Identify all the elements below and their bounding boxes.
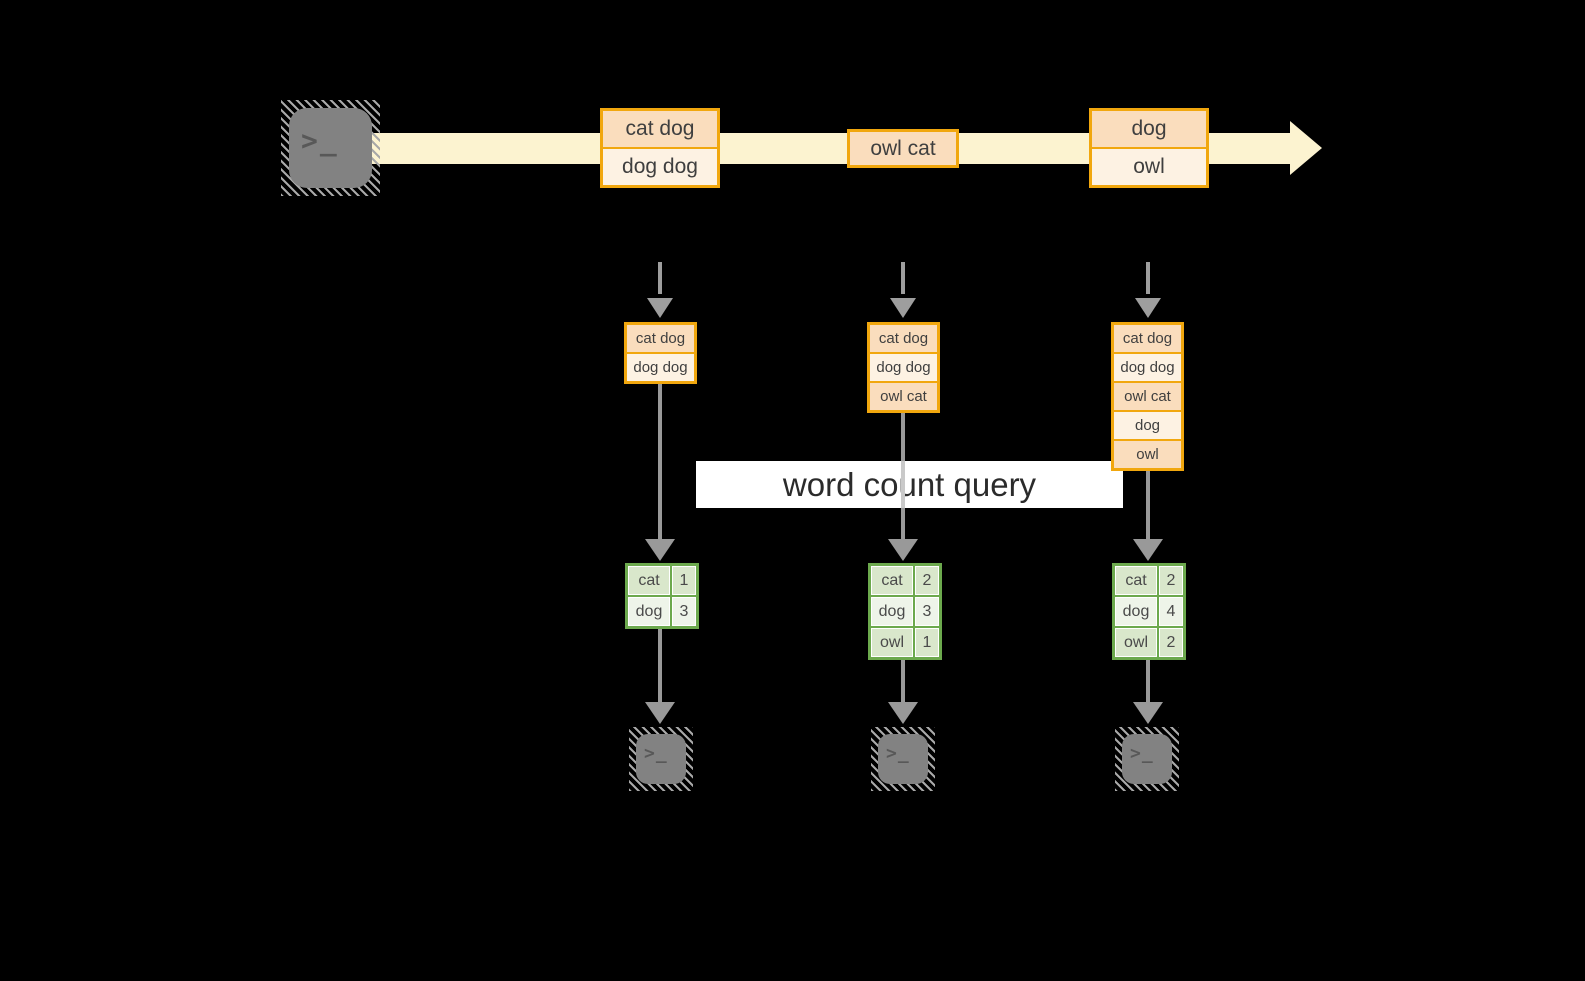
query-arrow-line-overlay <box>901 461 905 508</box>
consumer-terminal-icon: >_ <box>871 727 935 791</box>
terminal-prompt-icon: >_ <box>886 743 910 764</box>
count-value-cell: 1 <box>672 566 696 595</box>
terminal-prompt-icon: >_ <box>301 124 339 157</box>
query-arrow-line <box>658 384 662 539</box>
terminal-prompt-icon: >_ <box>1130 743 1154 764</box>
buffer-line: cat dog <box>627 325 694 352</box>
stream-message-line: owl cat <box>850 132 956 165</box>
query-arrow-line <box>1146 471 1150 539</box>
stream-message-box: cat dog dog dog <box>600 108 720 188</box>
result-arrowhead-icon <box>645 702 675 724</box>
stream-message-line: dog dog <box>603 149 717 185</box>
terminal-screen: >_ <box>636 734 686 784</box>
count-word-cell: dog <box>871 597 913 626</box>
query-arrowhead-icon <box>1133 539 1163 561</box>
terminal-screen: >_ <box>878 734 928 784</box>
count-word-cell: cat <box>1115 566 1157 595</box>
count-value-cell: 3 <box>672 597 696 626</box>
count-value-cell: 2 <box>915 566 939 595</box>
query-arrowhead-icon <box>645 539 675 561</box>
buffer-line: owl <box>1114 441 1181 468</box>
count-value-cell: 2 <box>1159 628 1183 657</box>
count-value-cell: 2 <box>1159 566 1183 595</box>
stream-message-line: owl <box>1092 149 1206 185</box>
count-word-cell: cat <box>871 566 913 595</box>
buffer-stack: cat dog dog dog owl cat dog owl <box>1111 322 1184 471</box>
consume-arrowhead-icon <box>647 298 673 318</box>
result-arrow-line <box>901 660 905 702</box>
count-table: cat 1 dog 3 <box>625 563 699 629</box>
count-word-cell: dog <box>1115 597 1157 626</box>
buffer-stack: cat dog dog dog owl cat <box>867 322 940 413</box>
query-arrowhead-icon <box>888 539 918 561</box>
buffer-line: owl cat <box>870 383 937 410</box>
consumer-terminal-icon: >_ <box>629 727 693 791</box>
consume-arrow-dash <box>901 262 905 294</box>
stream-message-box: owl cat <box>847 129 959 168</box>
count-table: cat 2 dog 4 owl 2 <box>1112 563 1186 660</box>
count-value-cell: 4 <box>1159 597 1183 626</box>
buffer-line: dog <box>1114 412 1181 439</box>
buffer-stack: cat dog dog dog <box>624 322 697 384</box>
buffer-line: cat dog <box>870 325 937 352</box>
count-value-cell: 1 <box>915 628 939 657</box>
stream-message-line: dog <box>1092 111 1206 147</box>
consume-arrow-dash <box>1146 262 1150 294</box>
count-value-cell: 3 <box>915 597 939 626</box>
buffer-line: cat dog <box>1114 325 1181 352</box>
stream-message-box: dog owl <box>1089 108 1209 188</box>
count-word-cell: cat <box>628 566 670 595</box>
buffer-line: owl cat <box>1114 383 1181 410</box>
stream-arrowhead-icon <box>1290 121 1322 175</box>
query-banner: word count query <box>696 461 1123 508</box>
query-label: word count query <box>782 466 1037 503</box>
stream-message-line: cat dog <box>603 111 717 147</box>
consume-arrowhead-icon <box>1135 298 1161 318</box>
result-arrow-line <box>658 629 662 702</box>
consume-arrow-dash <box>658 262 662 294</box>
buffer-line: dog dog <box>870 354 937 381</box>
terminal-prompt-icon: >_ <box>644 743 668 764</box>
terminal-screen: >_ <box>289 108 372 188</box>
result-arrow-line <box>1146 660 1150 702</box>
terminal-screen: >_ <box>1122 734 1172 784</box>
count-table: cat 2 dog 3 owl 1 <box>868 563 942 660</box>
count-word-cell: owl <box>1115 628 1157 657</box>
result-arrowhead-icon <box>1133 702 1163 724</box>
buffer-line: dog dog <box>627 354 694 381</box>
consumer-terminal-icon: >_ <box>1115 727 1179 791</box>
count-word-cell: owl <box>871 628 913 657</box>
count-word-cell: dog <box>628 597 670 626</box>
buffer-line: dog dog <box>1114 354 1181 381</box>
result-arrowhead-icon <box>888 702 918 724</box>
producer-terminal-icon: >_ <box>281 100 380 196</box>
consume-arrowhead-icon <box>890 298 916 318</box>
